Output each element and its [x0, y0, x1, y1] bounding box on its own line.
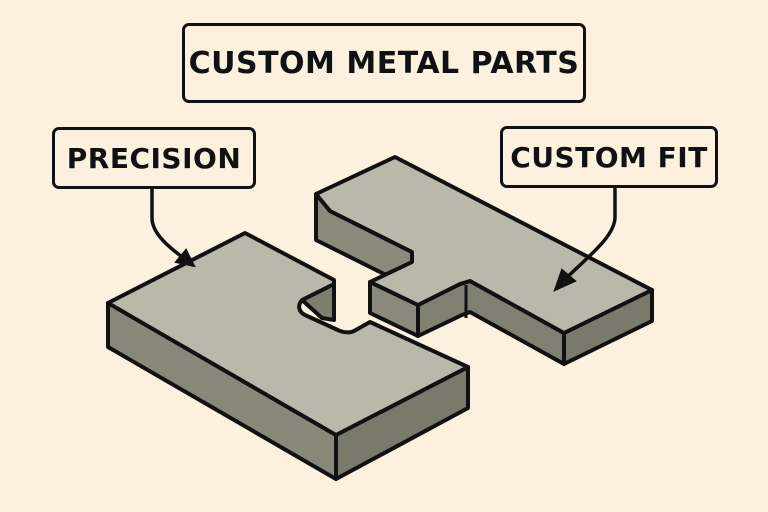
title-text: CUSTOM METAL PARTS: [188, 45, 580, 81]
precision-arrow: [150, 188, 196, 268]
precision-text: PRECISION: [66, 141, 242, 175]
custom-fit-callout: CUSTOM FIT: [500, 126, 718, 188]
right-part-top-face: [314, 155, 654, 335]
right-metal-part: [314, 155, 654, 366]
custom-fit-arrowhead-icon: [553, 268, 577, 292]
left-part-top-face: [106, 231, 470, 437]
custom-fit-text: CUSTOM FIT: [510, 140, 708, 174]
title-label: CUSTOM METAL PARTS: [182, 23, 586, 103]
precision-arrowhead-icon: [174, 248, 196, 268]
precision-callout: PRECISION: [52, 127, 256, 189]
custom-fit-arrow: [553, 187, 617, 292]
left-metal-part: [106, 231, 470, 481]
